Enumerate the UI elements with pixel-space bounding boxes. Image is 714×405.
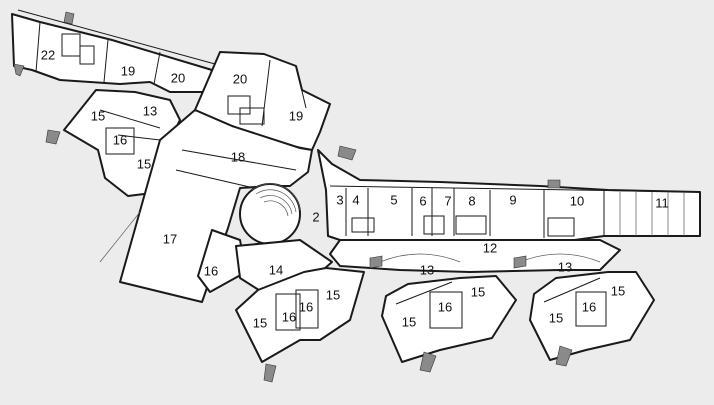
room-label-19: 4 (352, 192, 359, 207)
room-label-0: 22 (41, 47, 55, 62)
room-label-22: 7 (444, 193, 451, 208)
south-cluster-west (235, 267, 365, 383)
room-label-31: 15 (402, 314, 416, 329)
room-label-1: 19 (121, 63, 135, 78)
room-label-15: 16 (282, 309, 296, 324)
room-label-10: 17 (163, 231, 177, 246)
room-label-28: 13 (420, 262, 434, 277)
south-cluster-east (529, 271, 655, 367)
room-label-26: 11 (655, 195, 669, 210)
room-label-27: 12 (483, 240, 497, 255)
room-label-14: 15 (326, 287, 340, 302)
room-label-32: 13 (558, 259, 572, 274)
room-label-21: 6 (419, 193, 426, 208)
room-label-35: 15 (549, 310, 563, 325)
room-label-2: 20 (171, 70, 185, 85)
room-label-5: 13 (143, 103, 157, 118)
room-label-4: 19 (289, 108, 303, 123)
room-label-16: 16 (299, 299, 313, 314)
room-label-9: 18 (231, 149, 245, 164)
hall-12 (329, 239, 621, 273)
room-label-8: 15 (137, 156, 151, 171)
room-label-30: 16 (438, 299, 452, 314)
room-label-12: 16 (204, 263, 218, 278)
room-label-7: 16 (113, 132, 127, 147)
room-label-25: 10 (570, 193, 584, 208)
room-label-24: 9 (509, 192, 516, 207)
east-corridor-wing (317, 145, 701, 243)
room-label-34: 16 (582, 299, 596, 314)
room-label-33: 15 (611, 283, 625, 298)
room-label-29: 15 (471, 284, 485, 299)
room-label-18: 3 (336, 192, 343, 207)
room-label-23: 8 (468, 193, 475, 208)
room-label-6: 15 (91, 108, 105, 123)
room-label-20: 5 (390, 192, 397, 207)
room-label-3: 20 (233, 71, 247, 86)
room-label-11: 2 (312, 209, 319, 224)
north-west-wing (11, 9, 216, 93)
room-label-17: 15 (253, 315, 267, 330)
room-label-13: 14 (269, 262, 283, 277)
south-cluster-middle (381, 275, 517, 373)
